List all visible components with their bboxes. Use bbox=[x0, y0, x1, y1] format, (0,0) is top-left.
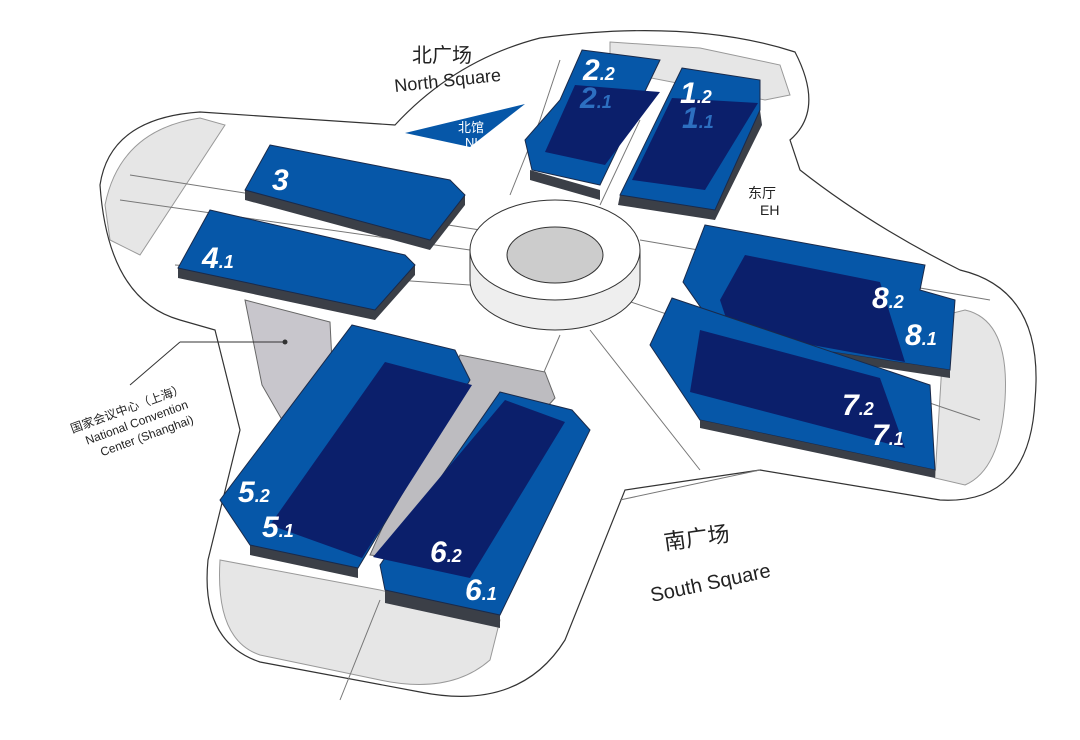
hall-7[interactable] bbox=[649, 297, 936, 478]
hall-label-1-1: 1.1 bbox=[682, 102, 714, 135]
central-ring bbox=[469, 199, 641, 331]
hall-1[interactable] bbox=[618, 67, 762, 220]
south-square-cn: 南广场 bbox=[662, 521, 731, 555]
hall-6[interactable] bbox=[373, 391, 591, 628]
hall-2[interactable] bbox=[524, 49, 661, 200]
east-building bbox=[934, 309, 1006, 486]
east-hall-cn: 东厅 bbox=[748, 185, 776, 201]
hall-5[interactable] bbox=[219, 324, 472, 578]
hall-label-8-2: 8.2 bbox=[872, 282, 904, 315]
north-hall-cn: 北馆 bbox=[458, 120, 484, 135]
venue-label: 国家会议中心（上海） National Convention Center (S… bbox=[68, 381, 195, 459]
hall-label-3: 3 bbox=[272, 164, 289, 197]
hall-3[interactable] bbox=[244, 144, 466, 250]
hall-label-2-2: 2.2 bbox=[582, 54, 615, 87]
south-square-en: South Square bbox=[648, 560, 772, 607]
north-hall-marker bbox=[405, 104, 525, 147]
hall-label-6-2: 6.2 bbox=[430, 536, 462, 569]
hall-label-5-1: 5.1 bbox=[262, 511, 294, 544]
hall-label-7-2: 7.2 bbox=[842, 389, 874, 422]
venue-marker-dot bbox=[282, 339, 288, 345]
venue-leader-line bbox=[129, 341, 181, 386]
hall-label-5-2: 5.2 bbox=[238, 476, 270, 509]
hall-label-1-2: 1.2 bbox=[680, 77, 712, 110]
hall-4-1[interactable] bbox=[177, 209, 416, 320]
north-hall-en: NH bbox=[465, 135, 484, 150]
hall-label-8-1: 8.1 bbox=[905, 319, 937, 352]
hall-label-6-1: 6.1 bbox=[465, 574, 497, 607]
west-building bbox=[104, 117, 226, 256]
hall-label-2-1: 2.1 bbox=[579, 82, 612, 115]
hall-label-7-1: 7.1 bbox=[872, 419, 904, 452]
hall-label-4-1: 4.1 bbox=[201, 242, 234, 275]
east-hall-en: EH bbox=[760, 202, 779, 218]
south-building bbox=[219, 559, 501, 685]
north-square-cn: 北广场 bbox=[412, 44, 472, 67]
